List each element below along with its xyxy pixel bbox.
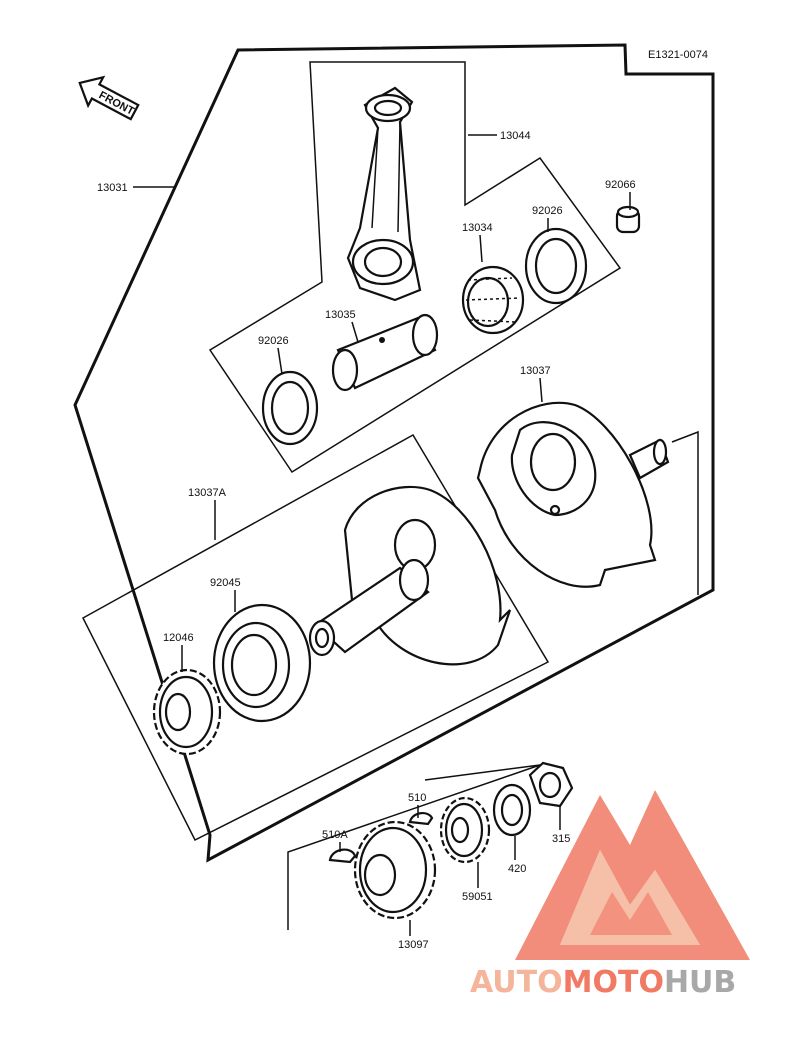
callout-13037: 13037 — [520, 365, 551, 377]
watermark-text: AUTOMOTOHUB — [470, 965, 736, 1000]
watermark-auto: AUTO — [470, 965, 563, 1000]
needle-bearing-part — [461, 265, 525, 335]
callout-13031: 13031 — [97, 182, 128, 194]
callout-420: 420 — [508, 863, 526, 875]
nut-part — [528, 761, 574, 808]
ball-bearing-part — [212, 603, 312, 723]
key-510A-part — [328, 848, 357, 864]
leader-lines — [133, 134, 631, 936]
callout-92066: 92066 — [605, 179, 636, 191]
thrust-washer-lower-part — [261, 370, 319, 446]
callout-92026-lower: 92026 — [258, 335, 289, 347]
key-510-part — [408, 812, 434, 826]
watermark-moto: MOTO — [563, 965, 664, 1000]
callout-13034: 13034 — [462, 222, 493, 234]
front-arrow-icon: FRONT — [78, 75, 140, 121]
connecting-rod-part — [346, 86, 422, 302]
watermark-logo-icon — [515, 790, 750, 960]
group-boundary-13037A — [82, 433, 550, 842]
assembly-boundary-13031 — [73, 43, 715, 863]
callout-13035: 13035 — [325, 309, 356, 321]
crank-half-left-part — [308, 485, 512, 666]
callout-59051: 59051 — [462, 891, 493, 903]
crank-half-right-part — [476, 401, 670, 588]
callout-510A: 510A — [322, 829, 348, 841]
crank-pin-part — [331, 313, 439, 392]
watermark-hub: HUB — [664, 965, 736, 1000]
diagram-code: E1321-0074 — [648, 49, 708, 61]
callout-13097: 13097 — [398, 939, 429, 951]
group-bracket-13037 — [671, 430, 699, 595]
callout-92045: 92045 — [210, 577, 241, 589]
group-bracket-lower — [287, 764, 541, 930]
washer-420-part — [492, 783, 532, 837]
callout-13044: 13044 — [500, 130, 531, 142]
group-boundary-13044 — [208, 61, 622, 474]
callout-315: 315 — [552, 833, 570, 845]
callout-510: 510 — [408, 792, 426, 804]
callout-92026-upper: 92026 — [532, 205, 563, 217]
gear-12046-part — [152, 668, 222, 756]
gear-13097-part — [353, 820, 437, 920]
gear-59051-part — [439, 796, 491, 864]
watermark-logo — [515, 790, 750, 960]
cap-part — [615, 205, 641, 234]
callout-12046: 12046 — [163, 632, 194, 644]
thrust-washer-upper-part — [524, 227, 588, 305]
callout-13037A: 13037A — [188, 487, 227, 499]
